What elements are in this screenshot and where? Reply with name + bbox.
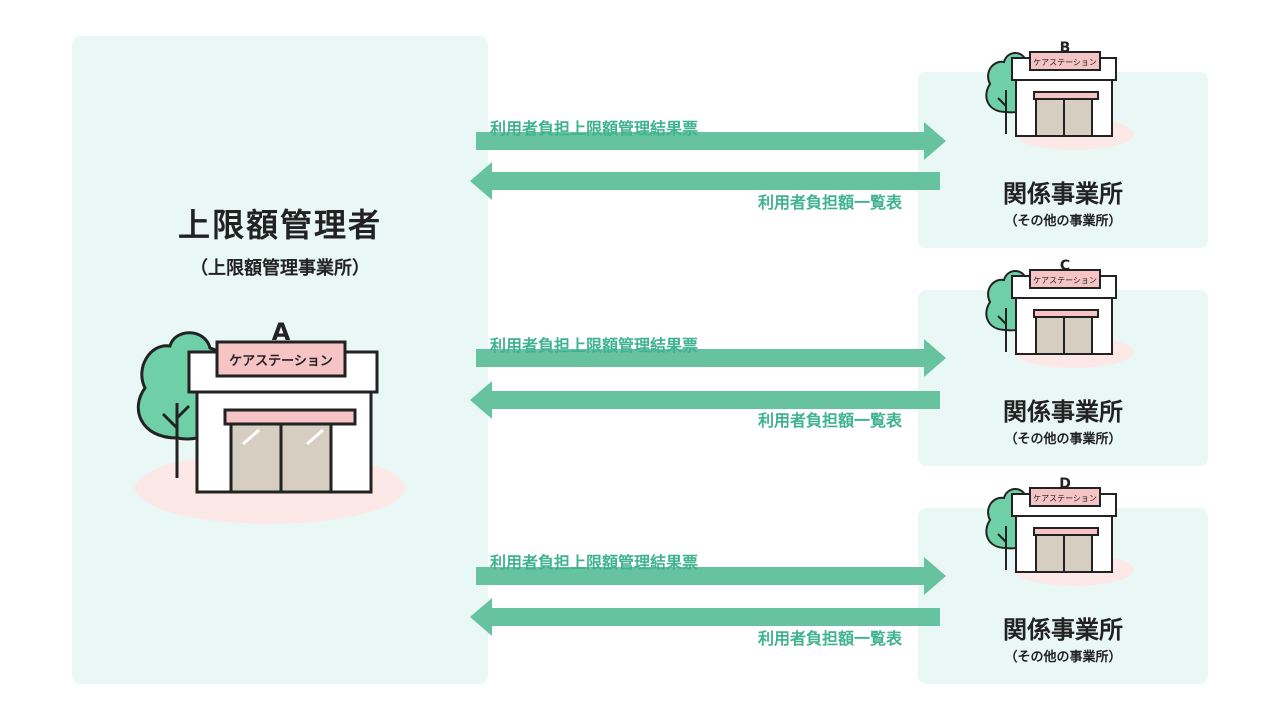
flow-2-to-office-label: 利用者負担上限額管理結果票 — [490, 336, 699, 355]
flow-1-to-office-label: 利用者負担上限額管理結果票 — [490, 119, 699, 138]
store-sign — [215, 340, 347, 378]
office-d-title: 関係事業所 — [1003, 616, 1123, 644]
store-c-illustration: ケアステーション C — [985, 258, 1134, 368]
office-d-note: （その他の事業所） — [1004, 650, 1122, 665]
arrow-right-2 — [476, 339, 946, 377]
main-title: 上限額管理者 — [177, 206, 382, 244]
store-a-illustration: ケアステーション A — [135, 318, 405, 524]
flow-3-to-office-label: 利用者負担上限額管理結果票 — [490, 553, 699, 572]
store-letter: C — [1060, 258, 1070, 274]
store-sign — [1029, 269, 1101, 289]
store-b-illustration: ケアステーション B — [985, 40, 1134, 150]
main-subtitle: （上限額管理事業所） — [190, 258, 370, 279]
store-sign — [1029, 51, 1101, 71]
office-b-note: （その他の事業所） — [1004, 214, 1122, 229]
arrow-right-1 — [476, 122, 946, 160]
store-letter: A — [272, 318, 291, 346]
arrow-left-2 — [470, 381, 940, 419]
store-sign-label: ケアステーション — [1033, 276, 1097, 285]
store-sign-label: ケアステーション — [1033, 494, 1097, 503]
office-c-note: （その他の事業所） — [1004, 432, 1122, 447]
store-sign — [1029, 487, 1101, 507]
arrow-left-1 — [470, 162, 940, 200]
store-sign-label: ケアステーション — [229, 354, 333, 369]
office-c-title: 関係事業所 — [1003, 398, 1123, 426]
flow-3-to-main-label: 利用者負担額一覧表 — [757, 629, 902, 648]
flow-1-to-main-label: 利用者負担額一覧表 — [757, 193, 902, 212]
arrow-left-3 — [470, 598, 940, 636]
store-letter: D — [1059, 476, 1071, 492]
flow-2-to-main-label: 利用者負担額一覧表 — [757, 411, 902, 430]
store-letter: B — [1060, 40, 1071, 56]
store-sign-label: ケアステーション — [1033, 58, 1097, 67]
store-d-illustration: ケアステーション D — [985, 476, 1134, 586]
arrow-right-3 — [476, 557, 946, 595]
office-b-title: 関係事業所 — [1003, 180, 1123, 208]
